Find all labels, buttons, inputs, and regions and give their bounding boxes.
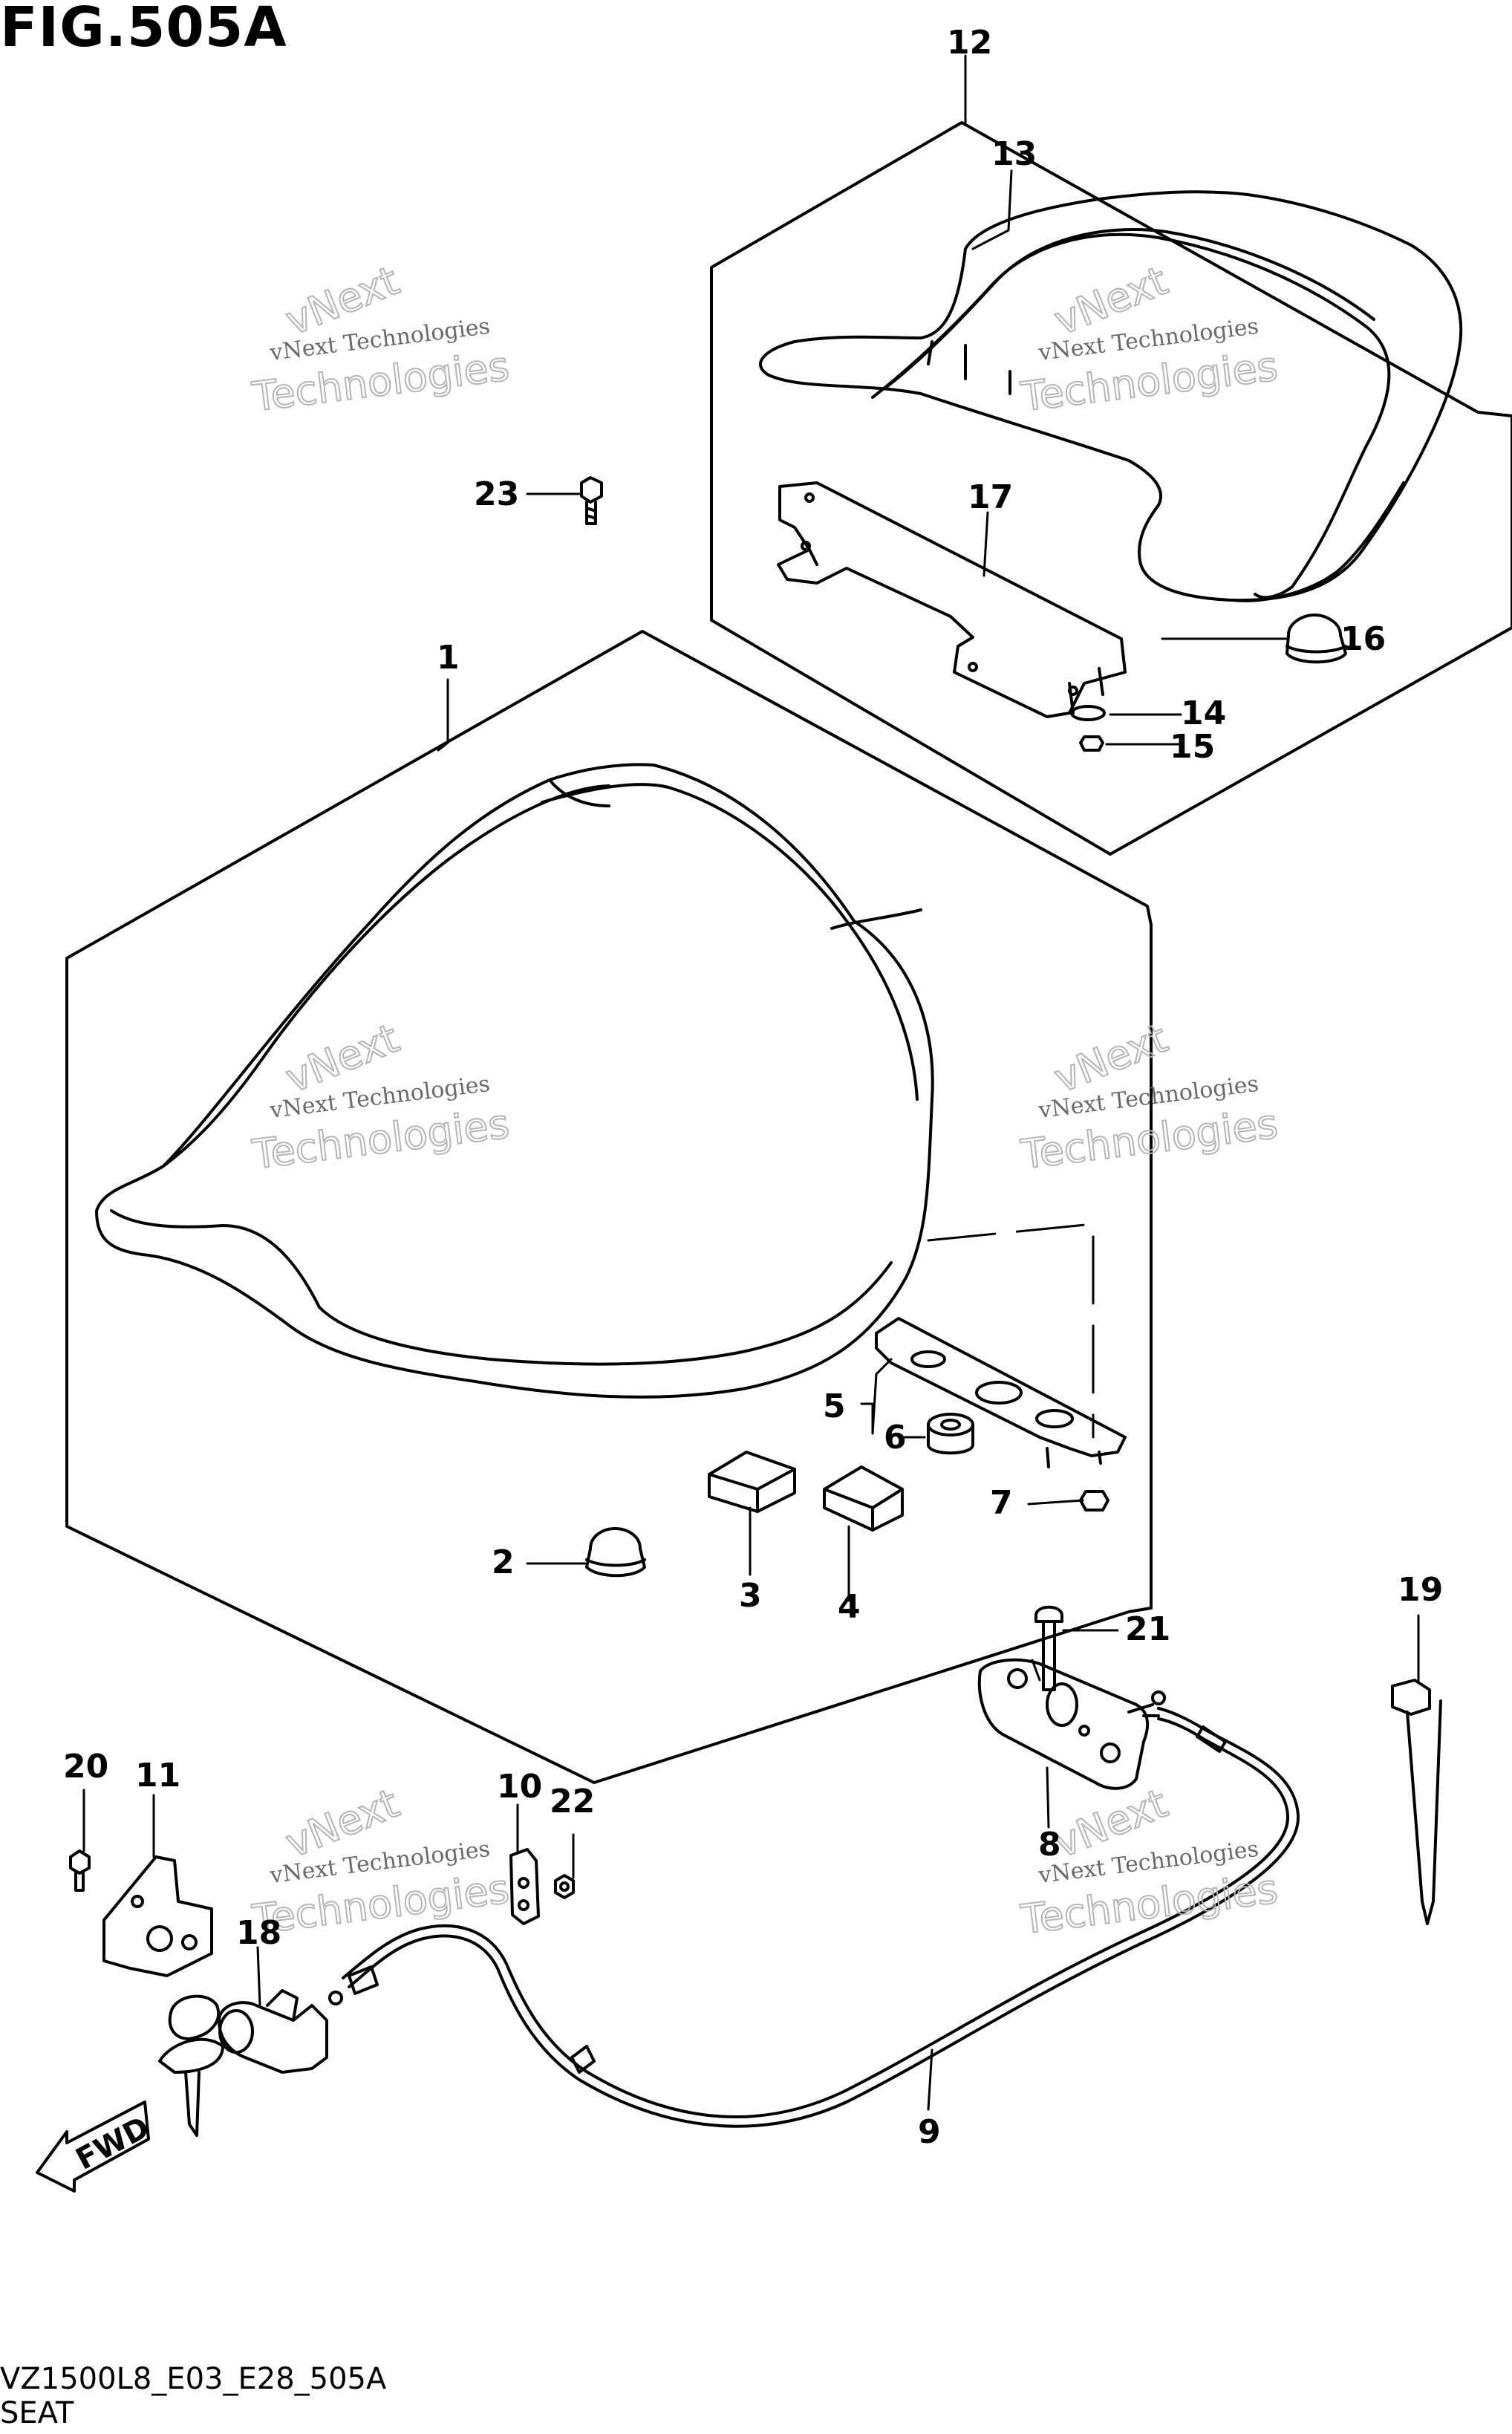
callout-10: 10 (497, 1768, 542, 1806)
seat-lock-cable (328, 1691, 1300, 2128)
leader-lines (82, 54, 1420, 2111)
watermark-group-4: vNext Technologies vNext Technologies (1017, 1014, 1281, 1179)
fig-title: FIG.505A (0, 0, 287, 59)
screw-21 (1034, 1605, 1063, 1691)
callout-18: 18 (236, 1914, 281, 1952)
forward-arrow (36, 2101, 150, 2193)
callout-22: 22 (550, 1783, 595, 1820)
callout-4: 4 (838, 1588, 861, 1626)
rear-seat-bracket (777, 481, 1127, 718)
callout-12: 12 (947, 24, 992, 62)
callout-8: 8 (1038, 1826, 1061, 1864)
rear-seat-group-outline (710, 121, 1512, 856)
watermark-group-2: vNext Technologies vNext Technologies (1017, 256, 1281, 421)
callout-numbers: 1 2 3 4 5 6 7 8 9 10 11 12 13 14 15 16 1… (63, 24, 1443, 2151)
figure-name: SEAT (0, 2396, 74, 2430)
rear-seat (759, 190, 1463, 602)
pad-3 (708, 1451, 796, 1513)
callout-5: 5 (823, 1387, 846, 1425)
figure-code: VZ1500L8_E03_E28_505A (0, 2362, 387, 2396)
cushion-2 (585, 1527, 646, 1578)
front-seat-bracket (875, 1317, 1127, 1468)
callout-7: 7 (990, 1484, 1013, 1522)
callout-11: 11 (135, 1757, 180, 1794)
washer-14 (1070, 705, 1106, 721)
callout-14: 14 (1181, 694, 1226, 732)
bracket-11 (102, 1855, 213, 1977)
nut-7 (1079, 1490, 1109, 1512)
pad-4 (823, 1465, 904, 1532)
callout-3: 3 (739, 1577, 762, 1615)
watermark-group-1: vNext Technologies vNext Technologies (249, 256, 512, 421)
cable-clamp (1391, 1679, 1442, 1925)
callout-2: 2 (492, 1543, 515, 1581)
callout-21: 21 (1125, 1610, 1170, 1648)
callout-19: 19 (1398, 1571, 1443, 1609)
bracket-10 (509, 1848, 540, 1925)
callout-13: 13 (991, 135, 1037, 173)
bolt-20 (69, 1849, 91, 1892)
cushion-16 (1285, 614, 1347, 664)
callout-15: 15 (1170, 728, 1215, 766)
key-lock (158, 1989, 328, 2137)
callout-17: 17 (968, 478, 1013, 516)
callout-9: 9 (918, 2113, 941, 2151)
callout-16: 16 (1340, 620, 1386, 658)
callout-1: 1 (437, 639, 460, 677)
callout-20: 20 (63, 1748, 108, 1786)
screw-22 (554, 1874, 575, 1899)
nut-15 (1079, 735, 1104, 752)
spacer-6 (927, 1413, 974, 1455)
callout-23: 23 (474, 475, 519, 513)
seat-lock (977, 1658, 1160, 1790)
bolt-23 (580, 476, 603, 525)
callout-6: 6 (884, 1419, 907, 1457)
front-seat (95, 763, 934, 1399)
front-seat-group-outline (65, 630, 1153, 1784)
